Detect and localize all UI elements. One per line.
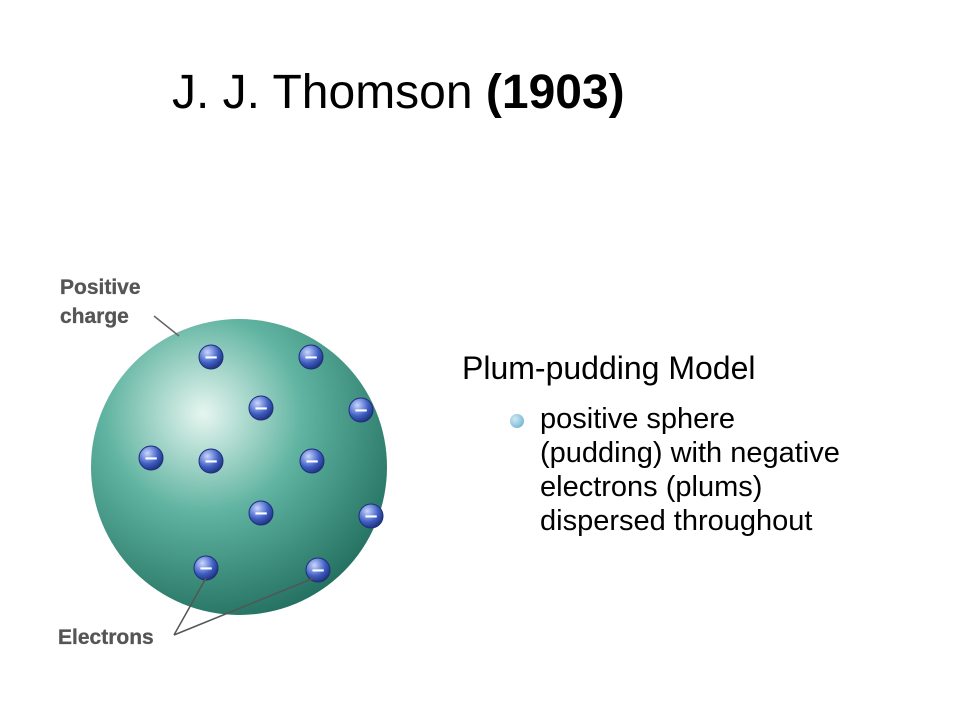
bullet-dot-icon bbox=[510, 414, 524, 428]
title-year: (1903) bbox=[485, 66, 625, 119]
electron-minus-sign: − bbox=[203, 347, 218, 368]
electron: − bbox=[305, 557, 331, 583]
model-heading: Plum-pudding Model bbox=[462, 350, 756, 386]
positive-charge-label-line2: charge bbox=[60, 305, 129, 328]
electron-circle bbox=[138, 445, 164, 471]
electrons-leader-line-1 bbox=[173, 577, 207, 636]
electron-minus-sign: − bbox=[198, 558, 213, 579]
electron: − bbox=[298, 344, 324, 370]
electron-minus-sign: − bbox=[353, 400, 368, 421]
bullet-item: positive sphere (pudding) with negative … bbox=[462, 402, 882, 538]
electrons-leader-line-2 bbox=[173, 577, 315, 636]
title-name: J. J. Thomson bbox=[172, 66, 473, 119]
positive-charge-label: Positive charge bbox=[60, 276, 141, 328]
content-panel: Plum-pudding Model positive sphere (pudd… bbox=[462, 348, 882, 538]
positive-charge-label-line1: Positive bbox=[60, 276, 141, 299]
bullet-text: positive sphere (pudding) with negative … bbox=[540, 403, 840, 537]
electron: − bbox=[248, 500, 274, 526]
electron-circle bbox=[198, 344, 224, 370]
electron-minus-sign: − bbox=[363, 506, 378, 527]
electron: − bbox=[299, 448, 325, 474]
electrons-label: Electrons bbox=[58, 626, 154, 649]
electrons-group: − − − − − − − − − − − bbox=[138, 344, 384, 583]
atom-diagram: Positive charge − − − − − − − − − − − Electrons bbox=[58, 276, 387, 649]
electron: − bbox=[248, 395, 274, 421]
electron: − bbox=[198, 448, 224, 474]
electron-circle bbox=[358, 503, 384, 529]
electron: − bbox=[358, 503, 384, 529]
electron-circle bbox=[198, 448, 224, 474]
electron-minus-sign: − bbox=[253, 503, 268, 524]
electron-circle bbox=[299, 448, 325, 474]
electron-minus-sign: − bbox=[304, 451, 319, 472]
electron-minus-sign: − bbox=[303, 347, 318, 368]
electron: − bbox=[193, 555, 219, 581]
electron-minus-sign: − bbox=[203, 451, 218, 472]
electron: − bbox=[348, 397, 374, 423]
bullet-list: positive sphere (pudding) with negative … bbox=[462, 402, 882, 538]
slide-title: J. J. Thomson (1903) bbox=[172, 64, 625, 122]
electron-minus-sign: − bbox=[310, 560, 325, 581]
electron: − bbox=[198, 344, 224, 370]
positive-charge-leader-line bbox=[153, 315, 180, 337]
electron-circle bbox=[248, 500, 274, 526]
electron-circle bbox=[193, 555, 219, 581]
electron-circle bbox=[348, 397, 374, 423]
electron-minus-sign: − bbox=[253, 398, 268, 419]
electron-circle bbox=[248, 395, 274, 421]
positive-sphere bbox=[91, 319, 387, 615]
thomson-atom-figure: Positive charge − − − − − − − − − − − Electrons bbox=[36, 250, 436, 670]
electron-minus-sign: − bbox=[143, 448, 158, 469]
electron-circle bbox=[298, 344, 324, 370]
electron: − bbox=[138, 445, 164, 471]
electron-circle bbox=[305, 557, 331, 583]
